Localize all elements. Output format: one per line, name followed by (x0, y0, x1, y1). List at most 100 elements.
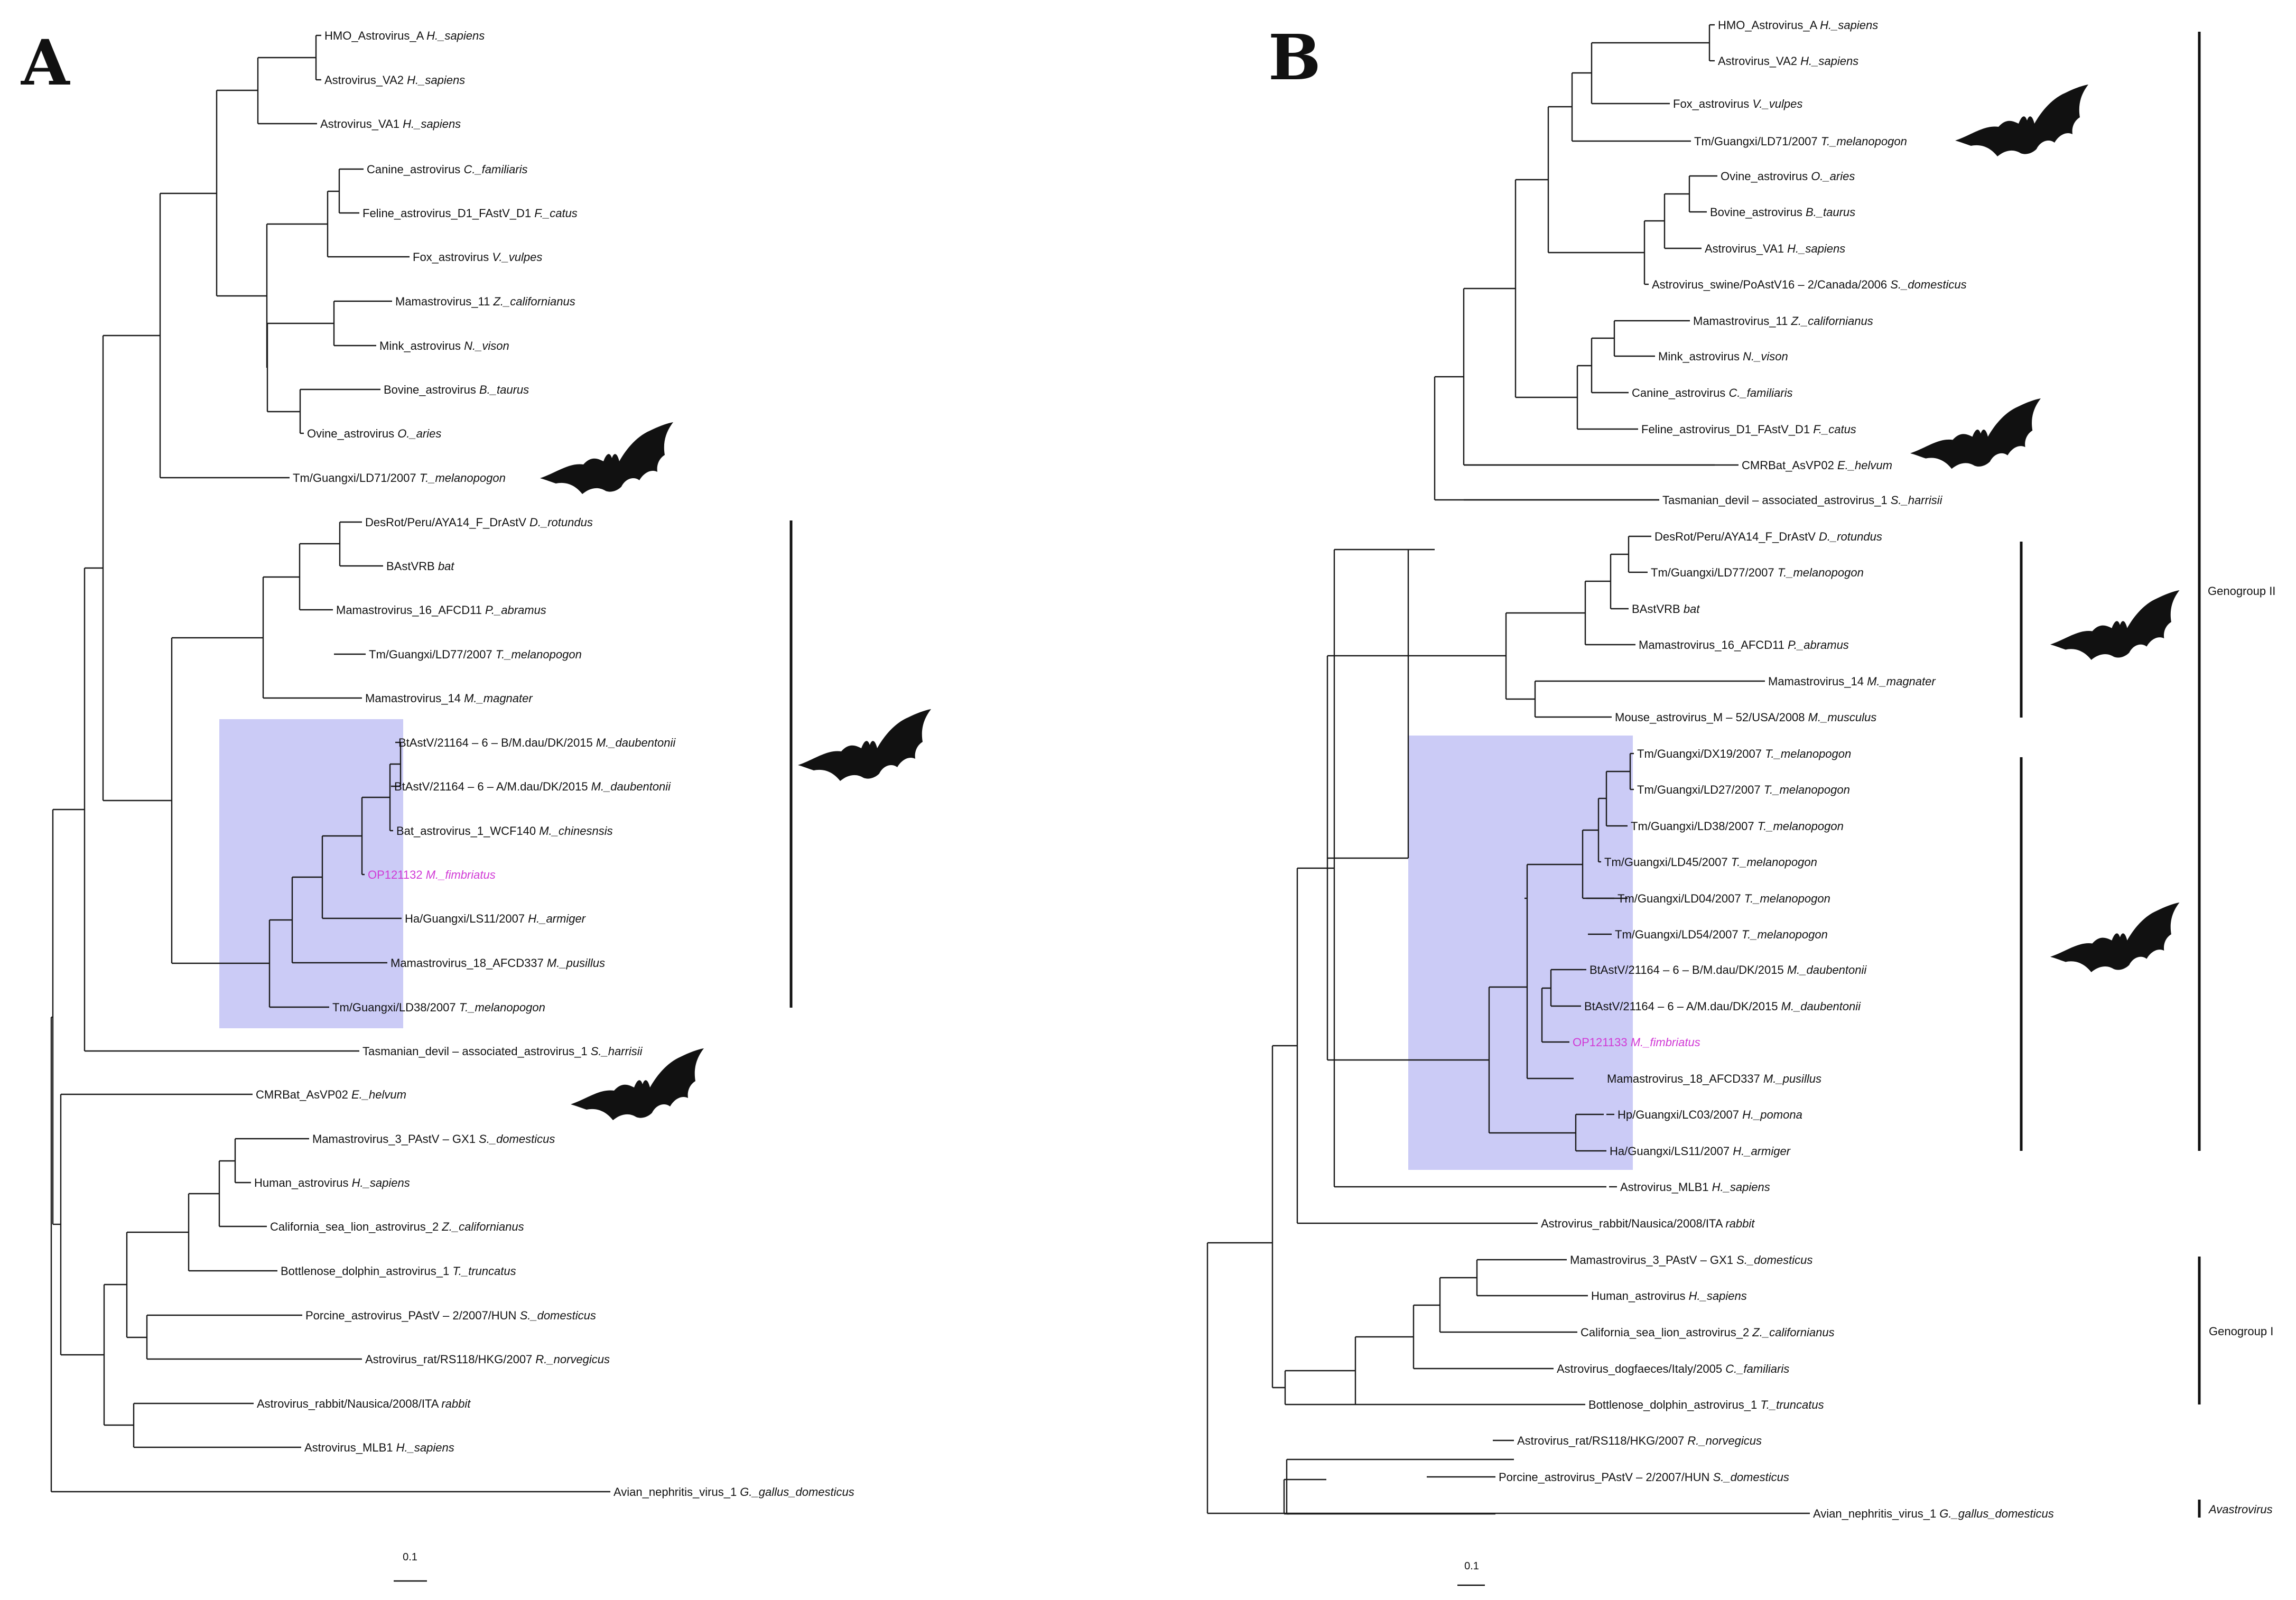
leaf-label: DesRot/Peru/AYA14_F_DrAstV D._rotundus (365, 516, 593, 529)
leaf-name: Fox_astrovirus (1673, 97, 1752, 110)
leaf-label: Astrovirus_rat/RS118/HKG/2007 R._norvegi… (1517, 1434, 1762, 1447)
leaf-label: Tm/Guangxi/LD77/2007 T._melanopogon (1651, 566, 1864, 579)
leaf-label: Astrovirus_MLB1 H._sapiens (1620, 1180, 1770, 1194)
leaf-name: Mamastrovirus_14 (365, 692, 464, 705)
leaf-name: Hp/Guangxi/LC03/2007 (1618, 1108, 1742, 1121)
leaf-species: M._fimbriatus (426, 868, 496, 881)
leaf-name: Mamastrovirus_3_PAstV – GX1 (1570, 1253, 1736, 1267)
leaf-label: Tm/Guangxi/LD38/2007 T._melanopogon (332, 1001, 545, 1014)
leaf-name: Astrovirus_VA2 (1718, 54, 1800, 68)
leaf-name: OP121132 (368, 868, 426, 881)
leaf-label: Tm/Guangxi/LD27/2007 T._melanopogon (1637, 783, 1850, 796)
leaf-species: C._familiaris (463, 163, 527, 176)
leaf-label: Porcine_astrovirus_PAstV – 2/2007/HUN S.… (1499, 1471, 1789, 1484)
leaf-species: M._daubentonii (596, 736, 676, 749)
leaf-label: Mink_astrovirus N._vison (379, 339, 509, 352)
leaf-label: Ha/Guangxi/LS11/2007 H._armiger (1610, 1145, 1791, 1158)
leaf-name: Astrovirus_rat/RS118/HKG/2007 (365, 1353, 535, 1366)
leaf-label: Feline_astrovirus_D1_FAstV_D1 F._catus (362, 207, 578, 220)
leaf-species: Z._californianus (1790, 314, 1873, 328)
bat-silhouette-icon (2050, 590, 2180, 660)
leaf-name: Mamastrovirus_11 (395, 295, 493, 308)
leaf-name: Astrovirus_rabbit/Nausica/2008/ITA (257, 1397, 441, 1410)
leaf-name: CMRBat_AsVP02 (256, 1088, 351, 1101)
leaf-label: Astrovirus_VA2 H._sapiens (1718, 54, 1858, 68)
leaf-name: Porcine_astrovirus_PAstV – 2/2007/HUN (305, 1309, 520, 1322)
leaf-label: Fox_astrovirus V._vulpes (413, 250, 542, 264)
leaf-name: HMO_Astrovirus_A (1718, 18, 1820, 32)
leaf-species: P._abramus (1788, 638, 1849, 652)
leaf-species: M._daubentonii (1781, 1000, 1862, 1013)
leaf-label: Tasmanian_devil – associated_astrovirus_… (1662, 494, 1943, 507)
leaf-label: Mouse_astrovirus_M – 52/USA/2008 M._musc… (1615, 711, 1876, 724)
leaf-label: Astrovirus_dogfaeces/Italy/2005 C._famil… (1557, 1362, 1789, 1375)
leaf-name: California_sea_lion_astrovirus_2 (270, 1220, 442, 1233)
leaf-species: F._catus (534, 207, 578, 220)
leaf-species: B._taurus (1806, 206, 1855, 219)
leaf-species: S._domesticus (479, 1132, 555, 1146)
leaf-name: Tm/Guangxi/LD77/2007 (1651, 566, 1778, 579)
leaf-label: BAstVRB bat (386, 560, 454, 573)
leaf-label: Tasmanian_devil – associated_astrovirus_… (362, 1045, 643, 1058)
leaf-name: Canine_astrovirus (1632, 386, 1728, 399)
scale-bar: 0.1 (1457, 1560, 1485, 1586)
highlight-clade-box (219, 719, 403, 1028)
leaf-species: S._domesticus (1890, 278, 1966, 291)
leaf-species: M._musculus (1808, 711, 1877, 724)
highlight-clade-box (1408, 736, 1633, 1170)
leaf-label: Astrovirus_VA1 H._sapiens (1705, 242, 1845, 255)
leaf-label: Ha/Guangxi/LS11/2007 H._armiger (405, 912, 587, 925)
leaf-name: HMO_Astrovirus_A (324, 29, 426, 42)
leaf-species: N._vison (1743, 350, 1788, 363)
leaf-label: Tm/Guangxi/LD71/2007 T._melanopogon (1694, 135, 1907, 148)
leaf-name: Porcine_astrovirus_PAstV – 2/2007/HUN (1499, 1471, 1713, 1484)
leaf-name: Astrovirus_rat/RS118/HKG/2007 (1517, 1434, 1687, 1447)
leaf-name: Astrovirus_VA2 (324, 73, 407, 87)
scale-bar: 0.1 (394, 1551, 427, 1582)
leaf-species: H._pomona (1742, 1108, 1802, 1121)
leaf-name: Tm/Guangxi/LD38/2007 (1631, 820, 1758, 833)
leaf-label: Astrovirus_swine/PoAstV16 – 2/Canada/200… (1652, 278, 1967, 291)
leaf-species: T._melanopogon (1821, 135, 1907, 148)
leaf-species: R._norvegicus (535, 1353, 610, 1366)
panel-a-letter: A (21, 26, 70, 99)
leaf-species: S._domesticus (520, 1309, 596, 1322)
leaf-label: BtAstV/21164 – 6 – A/M.dau/DK/2015 M._da… (1584, 1000, 1861, 1013)
leaf-label: Mamastrovirus_11 Z._californianus (395, 295, 575, 308)
leaf-species: O._aries (397, 427, 441, 440)
leaf-species: T._melanopogon (420, 471, 506, 485)
leaf-name: Mamastrovirus_14 (1768, 675, 1867, 688)
leaf-name: Tasmanian_devil – associated_astrovirus_… (1662, 494, 1891, 507)
leaf-label: Hp/Guangxi/LC03/2007 H._pomona (1618, 1108, 1802, 1121)
leaf-label: Mamastrovirus_14 M._magnater (365, 692, 533, 705)
leaf-name: Avian_nephritis_virus_1 (613, 1485, 740, 1499)
leaf-label: DesRot/Peru/AYA14_F_DrAstV D._rotundus (1654, 530, 1882, 543)
leaf-species: V._vulpes (1752, 97, 1802, 110)
leaf-species: E._helvum (1837, 459, 1892, 472)
leaf-species: T._melanopogon (496, 648, 582, 661)
tree-b-labels: HMO_Astrovirus_A H._sapiensAstrovirus_VA… (1499, 18, 2054, 1520)
leaf-label: Tm/Guangxi/LD71/2007 T._melanopogon (293, 471, 506, 485)
leaf-name: Tasmanian_devil – associated_astrovirus_… (362, 1045, 591, 1058)
leaf-name: California_sea_lion_astrovirus_2 (1581, 1326, 1752, 1339)
bat-silhouette-icon (540, 422, 673, 494)
leaf-species: E._helvum (351, 1088, 406, 1101)
leaf-label: Canine_astrovirus C._familiaris (367, 163, 527, 176)
leaf-label: OP121133 M._fimbriatus (1573, 1036, 1700, 1049)
leaf-label: Bottlenose_dolphin_astrovirus_1 T._trunc… (1588, 1398, 1824, 1411)
leaf-name: Tm/Guangxi/DX19/2007 (1637, 747, 1765, 760)
leaf-label: Mamastrovirus_16_AFCD11 P._abramus (1639, 638, 1849, 652)
panel-b: B (1206, 18, 2275, 1586)
leaf-species: H._sapiens (426, 29, 485, 42)
leaf-label: BAstVRB bat (1632, 602, 1700, 616)
leaf-species: bat (438, 560, 454, 573)
leaf-name: CMRBat_AsVP02 (1742, 459, 1837, 472)
leaf-species: rabbit (1725, 1217, 1755, 1230)
leaf-name: DesRot/Peru/AYA14_F_DrAstV (365, 516, 529, 529)
leaf-name: Fox_astrovirus (413, 250, 492, 264)
leaf-name: Bottlenose_dolphin_astrovirus_1 (1588, 1398, 1760, 1411)
leaf-species: H._sapiens (407, 73, 465, 87)
leaf-name: Canine_astrovirus (367, 163, 463, 176)
leaf-name: Tm/Guangxi/LD54/2007 (1615, 928, 1742, 941)
